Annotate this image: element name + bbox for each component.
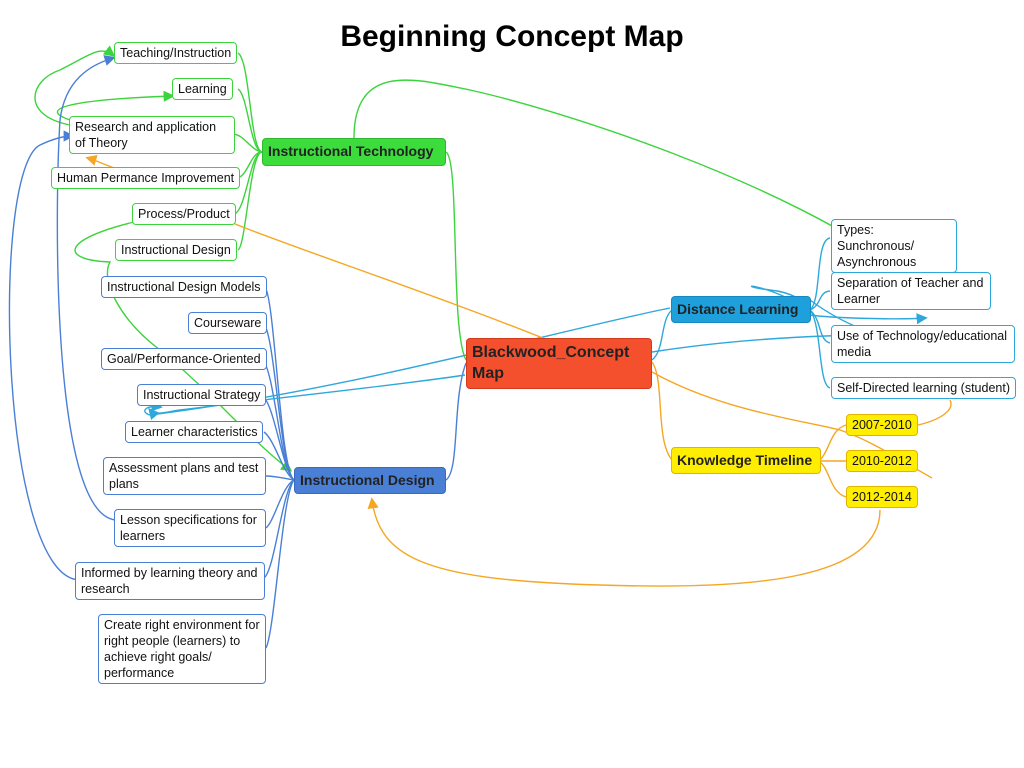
node-assessment-plans[interactable]: Assessment plans and test plans	[103, 457, 266, 495]
node-lesson-specifications[interactable]: Lesson specifications for learners	[114, 509, 266, 547]
node-instructional-design-models[interactable]: Instructional Design Models	[101, 276, 267, 298]
hub-knowledge-timeline[interactable]: Knowledge Timeline	[671, 447, 821, 474]
page-title: Beginning Concept Map	[340, 20, 684, 53]
node-process-product[interactable]: Process/Product	[132, 203, 236, 225]
node-learner-characteristics[interactable]: Learner characteristics	[125, 421, 264, 443]
node-teaching-instruction[interactable]: Teaching/Instruction	[114, 42, 238, 64]
node-2012-2014[interactable]: 2012-2014	[846, 486, 918, 508]
center-node[interactable]: Blackwood_Concept Map	[466, 338, 652, 389]
hub-instructional-design[interactable]: Instructional Design	[294, 467, 446, 494]
node-human-permance-improvement[interactable]: Human Permance Improvement	[51, 167, 241, 189]
node-types-synchronous[interactable]: Types: Sunchronous/ Asynchronous	[831, 219, 957, 273]
node-courseware[interactable]: Courseware	[188, 312, 268, 334]
node-2007-2010[interactable]: 2007-2010	[846, 414, 918, 436]
hub-distance-learning[interactable]: Distance Learning	[671, 296, 811, 323]
node-self-directed-learning[interactable]: Self-Directed learning (student)	[831, 377, 1016, 399]
node-2010-2012[interactable]: 2010-2012	[846, 450, 918, 472]
node-instructional-strategy[interactable]: Instructional Strategy	[137, 384, 267, 406]
node-learning[interactable]: Learning	[172, 78, 233, 100]
node-informed-by-learning-theory[interactable]: Informed by learning theory and research	[75, 562, 265, 600]
node-research-application-theory[interactable]: Research and application of Theory	[69, 116, 235, 154]
node-use-of-technology[interactable]: Use of Technology/educational media	[831, 325, 1015, 363]
node-separation-teacher-learner[interactable]: Separation of Teacher and Learner	[831, 272, 991, 310]
hub-instructional-technology[interactable]: Instructional Technology	[262, 138, 446, 166]
node-instructional-design-tech[interactable]: Instructional Design	[115, 239, 237, 261]
node-goal-performance-oriented[interactable]: Goal/Performance-Oriented	[101, 348, 267, 370]
node-create-right-environment[interactable]: Create right environment for right peopl…	[98, 614, 266, 684]
